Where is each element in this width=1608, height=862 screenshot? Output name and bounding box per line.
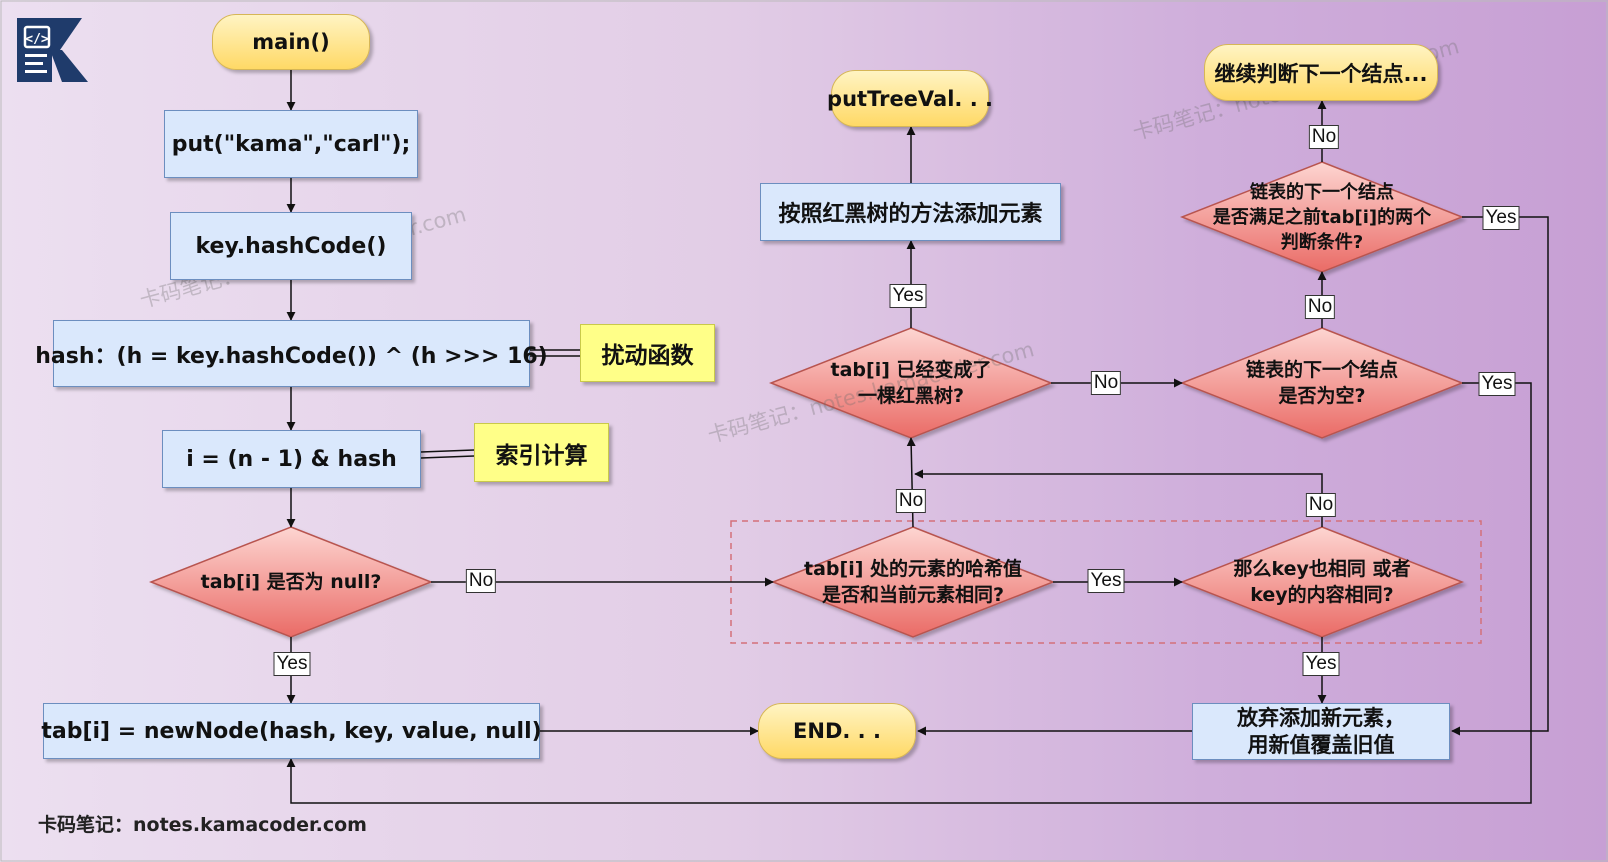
note-index-calc: 索引计算 [474,423,609,482]
decision-is-tree-text: tab[i] 已经变成了 一棵红黑树? [771,328,1051,438]
arrow-key-no [914,469,1323,527]
same-hash-line-1: tab[i] 处的元素的哈希值 [804,558,1022,580]
is-tree-line-2: 一棵红黑树? [857,385,965,407]
arrow-hash-no [906,437,916,528]
arrow-match-yes [1451,216,1549,736]
note-perturb: 扰动函数 [580,324,715,382]
node-continue-next: 继续判断下一个结点... [1204,44,1438,101]
label-match-no: No [1308,125,1340,149]
discard-line-1: 放弃添加新元素， [1237,705,1405,730]
label-hash-no: No [895,489,927,513]
next-empty-line-1: 链表的下一个结点 [1245,359,1398,381]
node-index: i = (n - 1) & hash [162,430,421,488]
node-main: main() [212,14,370,70]
node-add-rb-tree: 按照红黑树的方法添加元素 [760,183,1061,241]
decision-next-empty-text: 链表的下一个结点 是否为空? [1182,328,1462,438]
same-hash-line-2: 是否和当前元素相同? [821,584,1005,606]
label-hash-yes: Yes [1087,569,1125,593]
is-null-line-1: tab[i] 是否为 null? [200,571,382,593]
node-put: put("kama","carl"); [164,110,418,178]
label-key-no: No [1305,493,1337,517]
same-key-line-2: key的内容相同? [1250,584,1394,606]
node-end: END. . . [758,703,916,759]
node-put-tree-val: putTreeVal. . . [827,70,993,127]
footer-source: 卡码笔记：notes.kamacoder.com [38,814,367,836]
next-match-line-1: 链表的下一个结点 [1250,181,1394,203]
note-link-index-a [420,449,475,453]
is-tree-line-1: tab[i] 已经变成了 [830,359,992,381]
same-key-line-1: 那么key也相同 或者 [1233,558,1411,580]
node-discard: 放弃添加新元素， 用新值覆盖旧值 [1192,703,1450,760]
decision-next-empty [1179,327,1465,439]
node-new-node: tab[i] = newNode(hash, key, value, null) [41,703,542,759]
next-empty-line-2: 是否为空? [1278,385,1366,407]
kamacoder-logo-icon: </> [17,18,88,82]
label-key-yes: Yes [1302,652,1340,676]
decision-is-null-text: tab[i] 是否为 null? [151,527,431,637]
decision-same-hash-text: tab[i] 处的元素的哈希值 是否和当前元素相同? [773,527,1053,637]
note-link-index-b [420,455,475,459]
node-hashcode: key.hashCode() [170,212,412,280]
next-match-line-3: 判断条件? [1280,231,1364,253]
label-tree-yes: Yes [889,284,927,308]
label-null-no: No [465,569,497,593]
next-match-line-2: 是否满足之前tab[i]的两个 [1212,206,1432,228]
label-match-yes: Yes [1482,206,1520,230]
decision-same-key-text: 那么key也相同 或者 key的内容相同? [1182,527,1462,637]
svg-text:</>: </> [25,32,49,47]
label-empty-yes: Yes [1478,372,1516,396]
label-tree-no: No [1090,371,1122,395]
node-hash: hash：(h = key.hashCode()) ^ (h >>> 16) [35,320,548,387]
decision-same-hash [770,526,1056,638]
label-null-yes: Yes [273,652,311,676]
label-empty-no: No [1304,295,1336,319]
discard-line-2: 用新值覆盖旧值 [1247,732,1395,757]
decision-next-match-text: 链表的下一个结点 是否满足之前tab[i]的两个 判断条件? [1182,162,1462,272]
